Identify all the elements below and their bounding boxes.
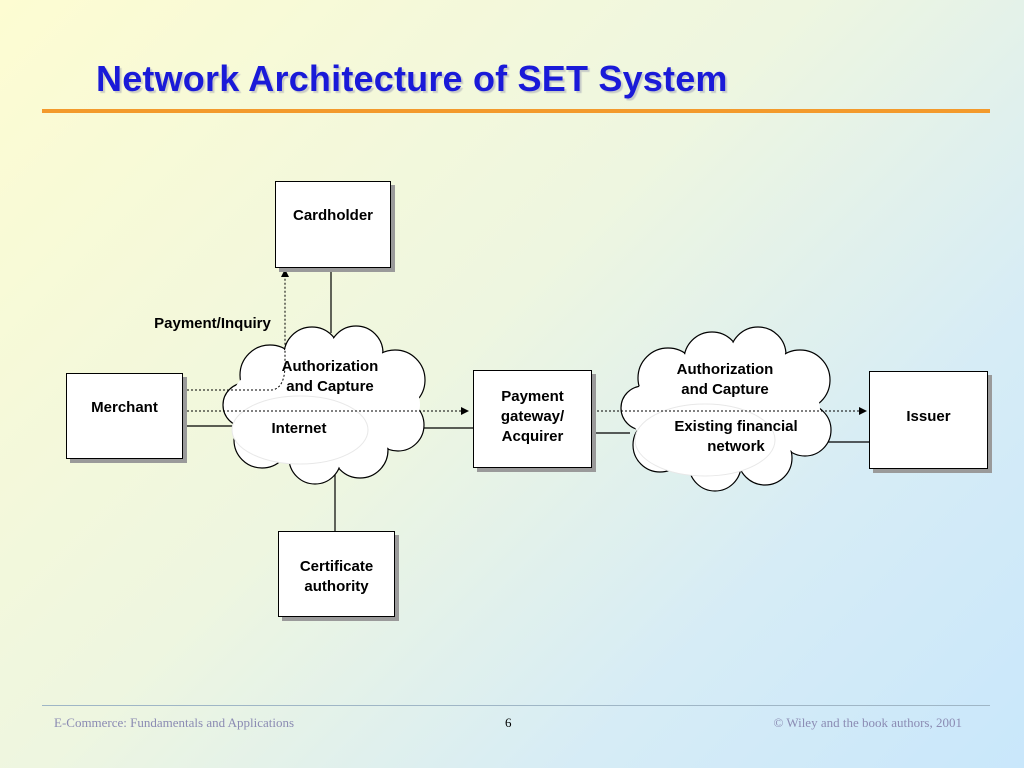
footer-copyright: © Wiley and the book authors, 2001 <box>773 715 962 730</box>
financial-auth-label: Authorization and Capture <box>655 360 795 400</box>
cardholder-box: Cardholder <box>275 181 391 268</box>
footer-page-number: 6 <box>505 715 512 730</box>
payment-inquiry-label: Payment/Inquiry <box>154 315 271 332</box>
internet-auth-label: Authorization and Capture <box>260 357 400 397</box>
gateway-label-line-3: Acquirer <box>501 428 564 445</box>
footer-divider <box>42 705 990 706</box>
internet-auth-line-2: and Capture <box>286 378 374 395</box>
financial-network-line-2: network <box>707 438 765 455</box>
financial-network-label: Existing financial network <box>655 417 817 457</box>
footer-course-title: E-Commerce: Fundamentals and Application… <box>54 715 295 730</box>
internet-cloud <box>222 325 426 485</box>
merchant-box: Merchant <box>66 373 183 459</box>
financial-auth-line-2: and Capture <box>681 381 769 398</box>
page-title: Network Architecture of SET System <box>96 58 728 99</box>
internet-auth-line-1: Authorization <box>281 358 379 375</box>
issuer-label: Issuer <box>906 408 951 425</box>
payment-gateway-box: Payment gateway/ Acquirer <box>473 370 592 468</box>
issuer-box: Issuer <box>869 371 988 469</box>
merchant-label: Merchant <box>91 399 158 416</box>
internet-label: Internet <box>271 420 327 437</box>
ca-label-line-2: authority <box>304 578 369 595</box>
financial-network-line-1: Existing financial <box>674 418 798 435</box>
payment-inquiry-arrow <box>180 269 289 394</box>
gateway-label-line-2: gateway/ <box>500 408 565 425</box>
cardholder-label: Cardholder <box>292 207 373 224</box>
certificate-authority-box: Certificate authority <box>278 531 395 617</box>
gateway-label-line-1: Payment <box>501 388 564 405</box>
financial-auth-line-1: Authorization <box>676 361 774 378</box>
financial-network-cloud <box>620 326 832 492</box>
title-underline <box>42 109 990 113</box>
ca-label-line-1: Certificate <box>299 558 374 575</box>
